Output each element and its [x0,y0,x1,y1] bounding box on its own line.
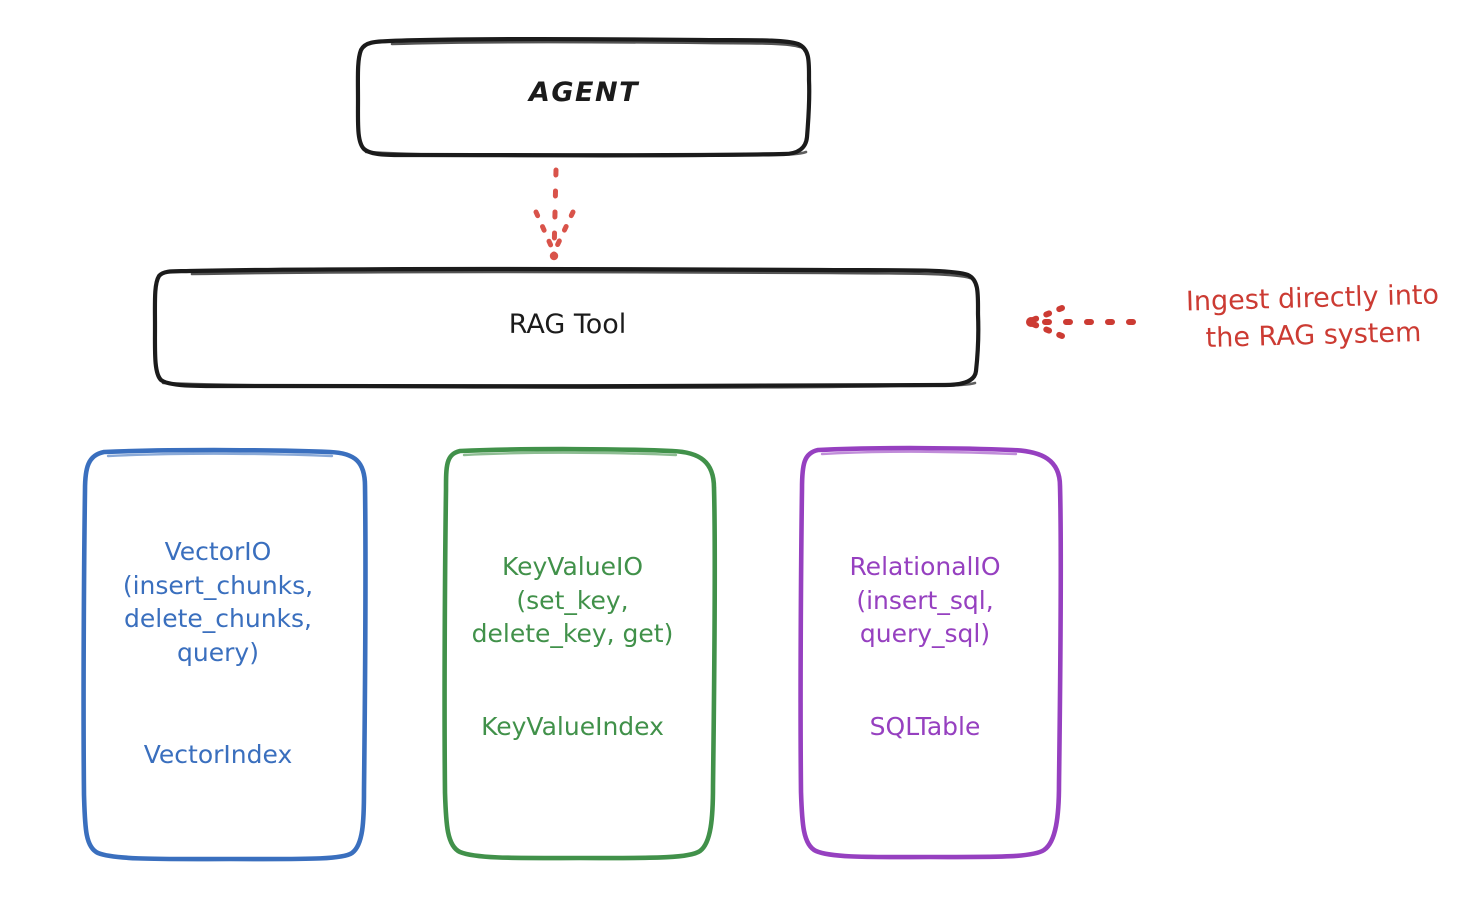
ingest-arrow-tip-dot [1026,317,1036,327]
relational-io-node[interactable] [798,445,1064,860]
arrow-shaft-vertical [551,167,559,258]
arrow-tip-dot [549,251,559,261]
vector-io-box-sketch-overlay [106,452,334,458]
rag-tool-box-top-sketch [190,270,972,280]
relational-io-sub-label: SQLTable [869,712,981,741]
ingest-arrow-head-lower [1030,321,1065,339]
rag-tool-box-shape [152,266,981,389]
key-value-io-sub-label: KeyValueIndex [481,712,664,741]
agent-node[interactable] [355,36,812,158]
key-value-io-node[interactable] [442,446,718,861]
vector-io-label: VectorIO (insert_chunks, delete_chunks, … [122,537,314,667]
rag-tool-box-bottom-sketch [161,381,977,389]
arrow-head-right-dots [553,209,576,251]
key-value-io-box-sketch-overlay [462,451,678,457]
relational-io-label: RelationalIO (insert_sql, query_sql) [849,552,1001,648]
relational-io-box-sketch-overlay [820,450,1018,456]
vector-io-node[interactable] [81,447,368,862]
arrow-head-left-dots [533,209,555,251]
key-value-io-box-shape [442,446,718,861]
rag-tool-node[interactable] [152,266,981,389]
vector-io-box-shape [81,447,368,862]
ingest-arrow [1026,305,1136,339]
agent-box-shape-sketch-overlay [390,40,802,49]
relational-io-box-shape [798,445,1064,860]
agent-box-bottom-sketch [364,150,808,158]
ingest-annotation-text: Ingest directly into the RAG system [1185,279,1440,354]
agent-to-rag-tool-arrow [533,167,576,261]
ingest-arrow-head-upper [1030,305,1065,323]
key-value-io-label: KeyValueIO (set_key, delete_key, get) [471,552,674,648]
agent-box-shape [355,36,812,158]
vector-io-sub-label: VectorIndex [143,740,293,769]
